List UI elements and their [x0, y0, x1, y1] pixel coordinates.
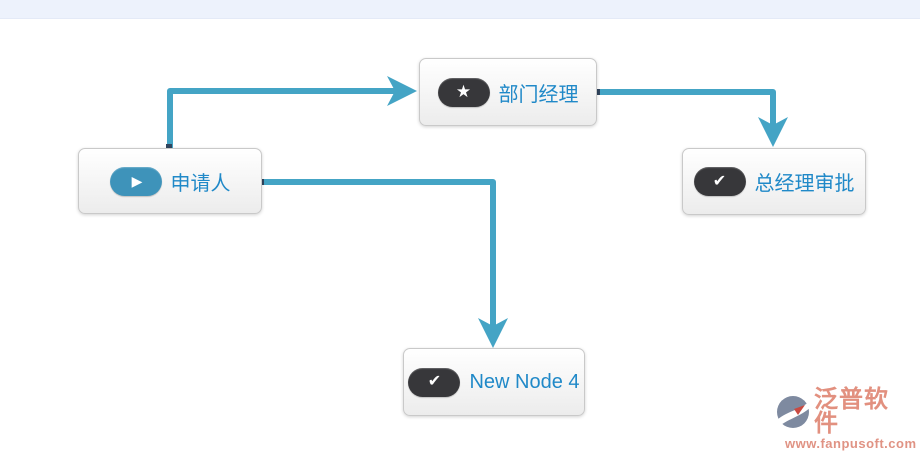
workflow-canvas: ▶ 申请人 ★ 部门经理 ✔ 总经理审批 ✔ New Node 4 泛普软件 w…	[0, 18, 920, 454]
node-label: 总经理审批	[754, 173, 855, 195]
check-icon: ✔	[693, 167, 746, 196]
play-icon: ▶	[109, 166, 162, 196]
connector-applicant-to-new-node-4[interactable]	[262, 179, 496, 327]
fanpu-logo-icon	[775, 396, 811, 428]
endpoint-dept-manager-right[interactable]	[594, 89, 600, 95]
watermark: 泛普软件 www.fanpusoft.com	[774, 386, 917, 451]
arrowhead-new-node-4	[478, 318, 508, 348]
check-icon: ✔	[408, 367, 461, 397]
node-dept-manager[interactable]: ★ 部门经理	[419, 58, 597, 126]
node-label: 申请人	[170, 172, 231, 195]
connector-applicant-to-dept-manager[interactable]	[167, 88, 397, 150]
top-bar	[0, 0, 920, 19]
arrowhead-dept-manager	[387, 76, 417, 106]
arrowhead-gm-approval	[758, 117, 788, 147]
node-gm-approval[interactable]: ✔ 总经理审批	[682, 148, 866, 215]
node-new-node-4[interactable]: ✔ New Node 4	[403, 348, 585, 416]
node-label: 部门经理	[498, 83, 579, 106]
node-label: New Node 4	[469, 370, 580, 393]
watermark-url: www.fanpusoft.com	[785, 436, 917, 451]
star-icon: ★	[437, 77, 490, 107]
node-applicant[interactable]: ▶ 申请人	[78, 148, 262, 214]
watermark-brand: 泛普软件	[814, 386, 889, 437]
connector-dept-manager-to-gm-approval[interactable]	[597, 89, 776, 126]
endpoint-applicant-top[interactable]	[166, 144, 172, 150]
